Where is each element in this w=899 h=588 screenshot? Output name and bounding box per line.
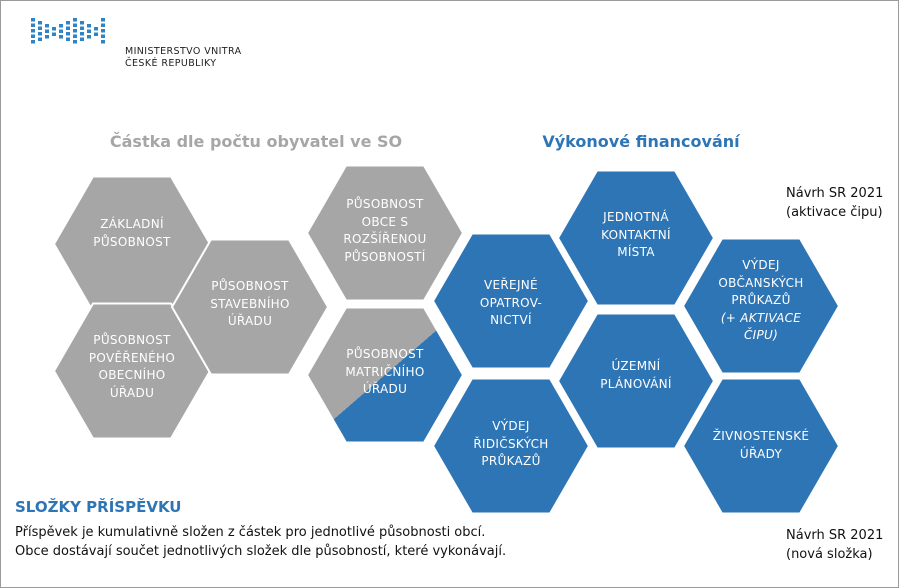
logo-dot <box>52 32 56 36</box>
logo-dot <box>31 23 35 27</box>
logo-dot <box>38 32 42 36</box>
hex-label-obcanske: VÝDEJ OBČANSKÝCH PRŮKAZŮ (+ AKTIVACE ČIP… <box>718 258 804 342</box>
hex-uzemni <box>556 312 716 450</box>
logo-dot <box>73 18 77 22</box>
logo-dot <box>80 32 84 36</box>
hex-stavebni <box>170 238 330 376</box>
logo-dot <box>59 29 63 33</box>
logo-dot <box>101 34 105 38</box>
logo-dot <box>73 34 77 38</box>
hex-label-zivnostenske: ŽIVNOSTENSKÉ ÚŘADY <box>712 429 810 461</box>
logo-dot <box>59 24 63 28</box>
hex-matricni <box>305 306 465 444</box>
logo-dot <box>38 37 42 41</box>
hex-label-stavebni: PŮSOBNOST STAVEBNÍHO ÚŘADU <box>210 279 290 328</box>
logo-dot <box>87 29 91 33</box>
hex-ridicske <box>431 377 591 515</box>
logo-dot <box>87 35 91 39</box>
logo-dot <box>38 26 42 30</box>
logo-dot <box>73 40 77 44</box>
composition-text-line1: Příspěvek je kumulativně složen z částek… <box>15 525 486 540</box>
logo-dot <box>52 27 56 31</box>
logo-dot <box>73 23 77 27</box>
logo-dot <box>38 21 42 25</box>
logo-dot <box>101 23 105 27</box>
logo-dot <box>80 21 84 25</box>
section-title-population: Částka dle počtu obyvatel ve SO <box>109 132 403 151</box>
ministry-name-line2: ČESKÉ REPUBLIKY <box>125 58 217 69</box>
ministry-name-line1: MINISTERSTVO VNITRA <box>125 46 242 57</box>
hex-label-opatrovnictvi: VEŘEJNÉ OPATROV- NICTVÍ <box>479 278 543 327</box>
logo-dot <box>66 26 70 30</box>
logo-dot <box>80 37 84 41</box>
hex-zivnostenske <box>681 377 841 515</box>
logo-dot <box>45 29 49 33</box>
logo-dot <box>31 18 35 22</box>
composition-title: SLOŽKY PŘÍSPĚVKU <box>15 498 182 516</box>
logo-dot <box>80 26 84 30</box>
hex-label-povereny: PŮSOBNOST POVĚŘENÉHO OBECNÍHO ÚŘADU <box>88 333 176 400</box>
hex-label-orp: PŮSOBNOST OBCE S ROZŠÍŘENOU PŮSOBNOSTÍ <box>343 197 427 264</box>
logo-dot <box>101 29 105 33</box>
composition-text-line2: Obce dostávají součet jednotlivých slože… <box>15 544 507 559</box>
logo-dot <box>31 29 35 33</box>
hex-opatrovnictvi <box>431 232 591 370</box>
logo-dot <box>66 21 70 25</box>
ministry-logo <box>31 18 105 44</box>
logo-dot <box>45 24 49 28</box>
hex-kontaktni <box>556 169 716 307</box>
hex-label-uzemni: ÚZEMNÍ PLÁNOVÁNÍ <box>600 359 672 391</box>
hex-label-ridicske: VÝDEJ ŘIDIČSKÝCH PRŮKAZŮ <box>473 419 549 468</box>
hex-label-kontaktni: JEDNOTNÁ KONTAKTNÍ MÍSTA <box>601 210 671 259</box>
note-proposal-chip: Návrh SR 2021 (aktivace čipu) <box>786 186 884 220</box>
logo-dot <box>59 35 63 39</box>
logo-dot <box>101 18 105 22</box>
note-proposal-new: Návrh SR 2021 (nová složka) <box>786 528 884 562</box>
logo-dot <box>66 37 70 41</box>
hex-label-zakladni: ZÁKLADNÍ PŮSOBNOST <box>93 217 171 249</box>
logo-dot <box>94 32 98 36</box>
logo-dot <box>73 29 77 33</box>
logo-dot <box>94 27 98 31</box>
logo-dot <box>87 24 91 28</box>
section-title-performance: Výkonové financování <box>542 132 740 151</box>
logo-dot <box>31 34 35 38</box>
hex-label-matricni: PŮSOBNOST MATRIČNÍHO ÚŘADU <box>345 347 425 396</box>
hex-orp <box>305 164 465 302</box>
logo-dot <box>45 35 49 39</box>
hex-obcanske <box>681 237 841 375</box>
logo-dot <box>31 40 35 44</box>
logo-dot <box>101 40 105 44</box>
logo-dot <box>66 32 70 36</box>
